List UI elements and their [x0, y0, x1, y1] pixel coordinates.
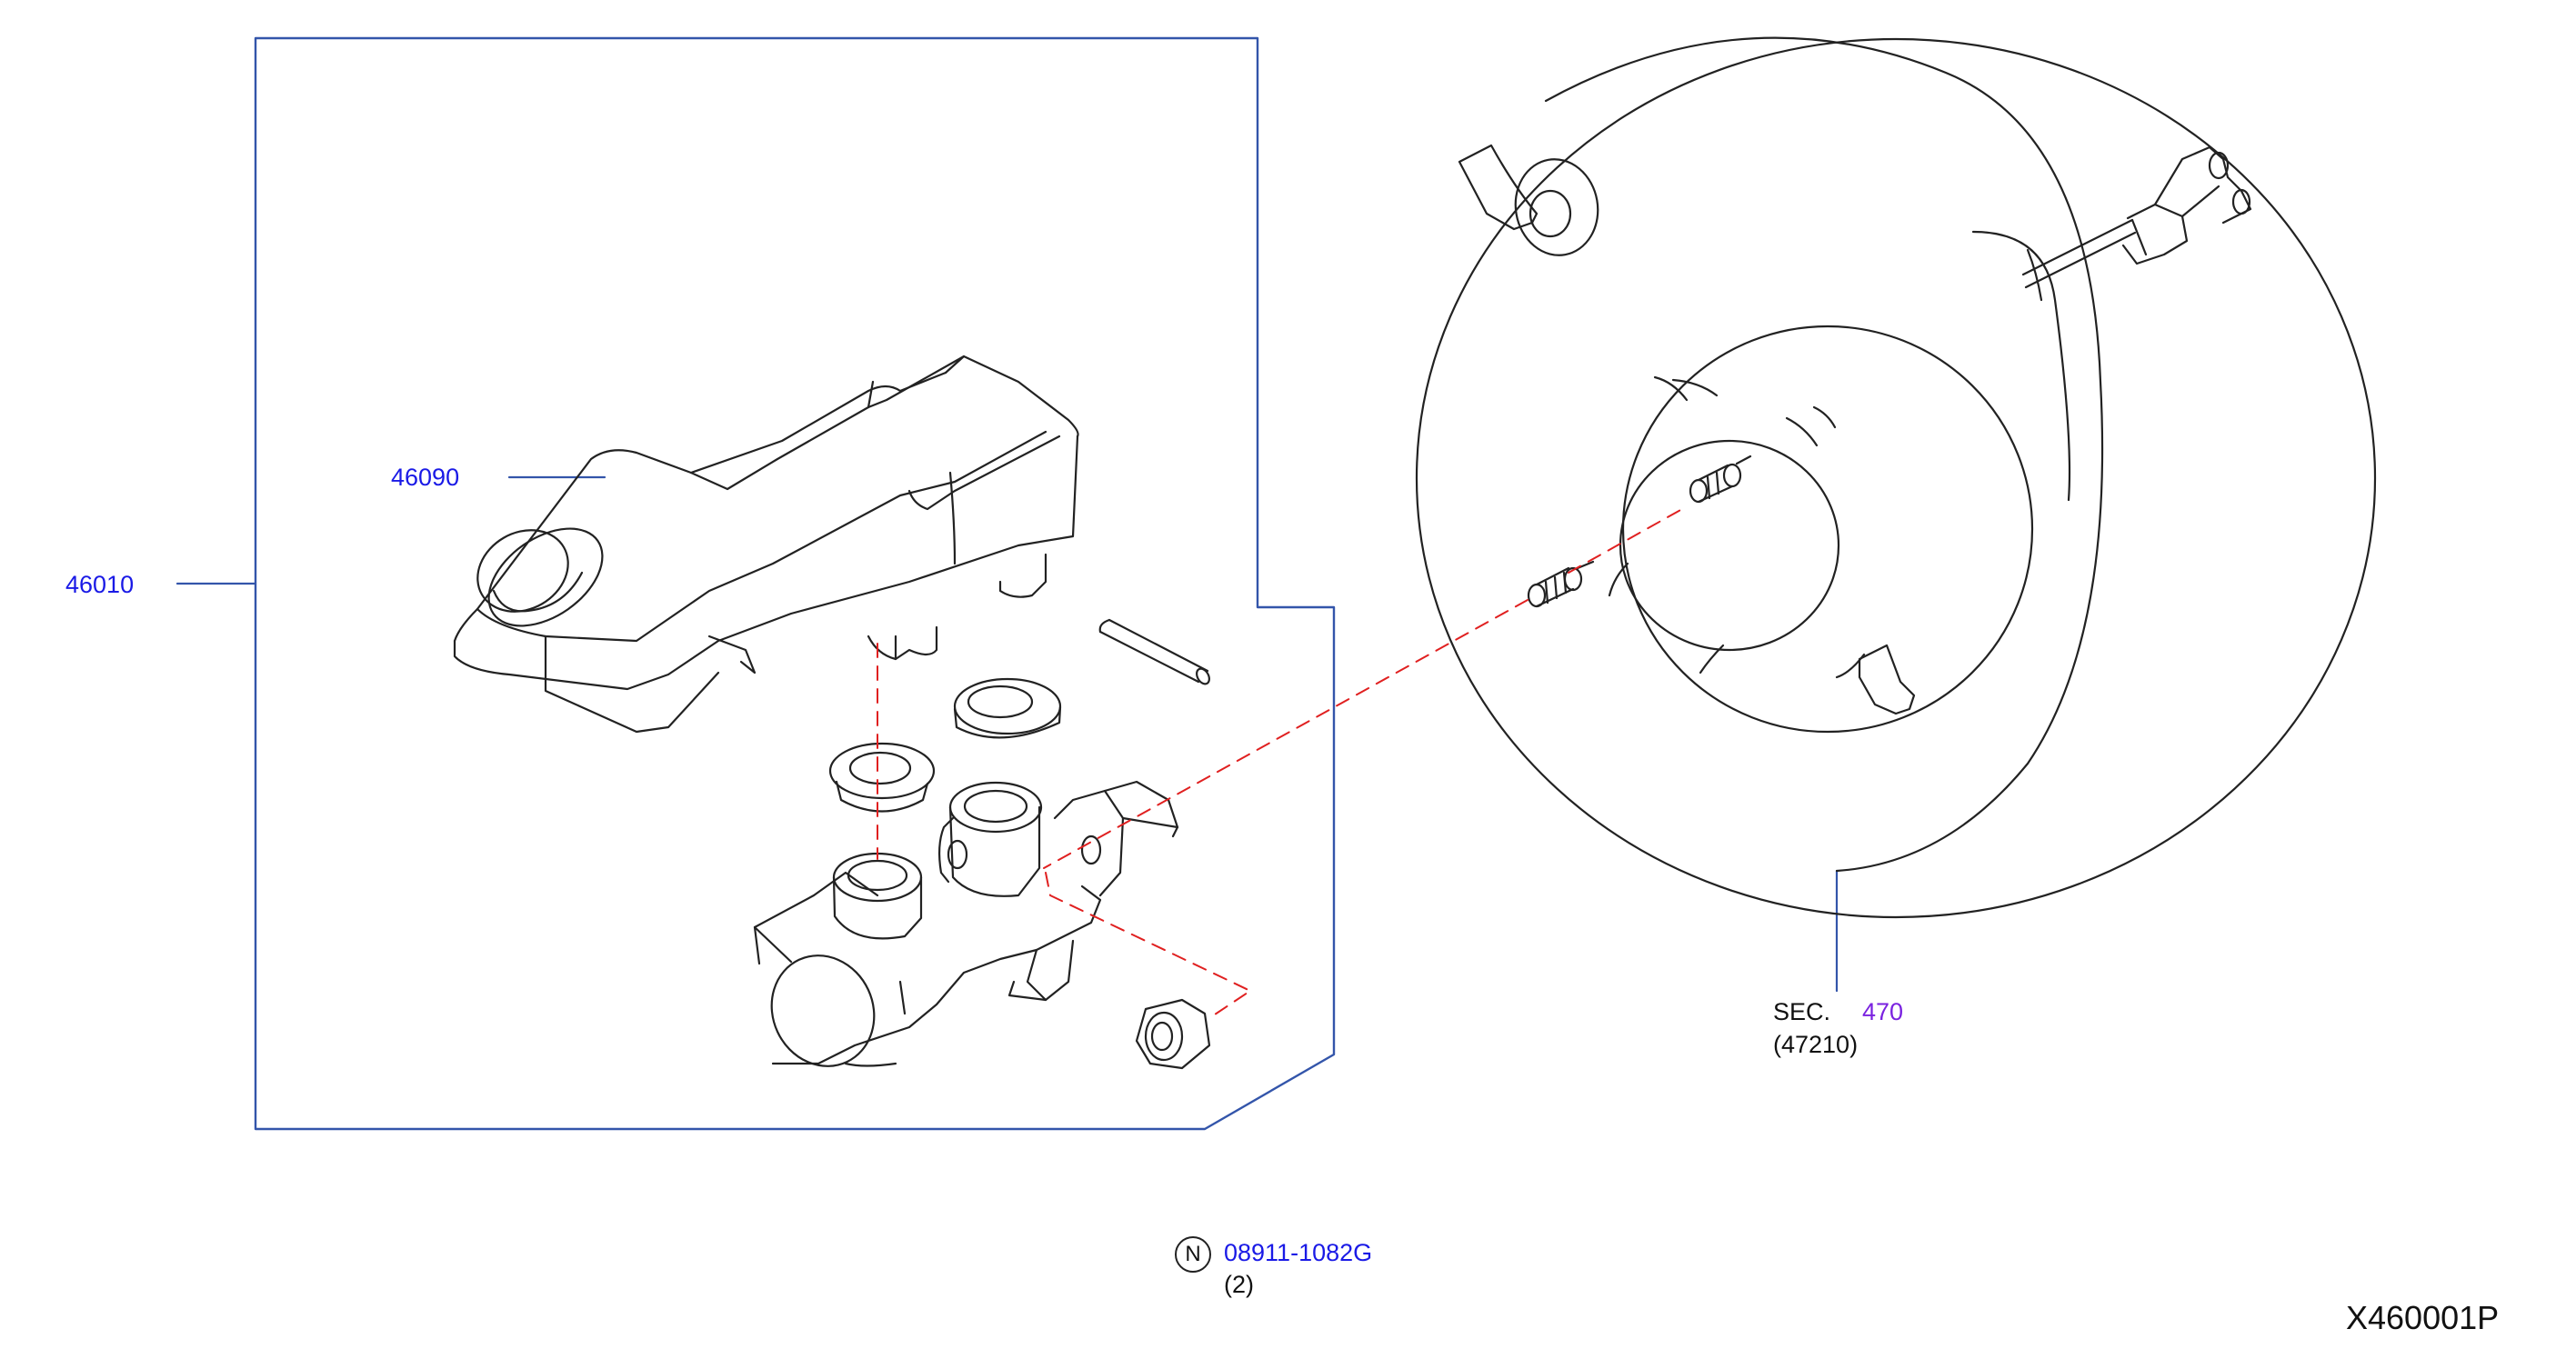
- master-cylinder-body: [753, 780, 1179, 1067]
- retaining-pin: [1098, 618, 1210, 685]
- grommet-small: [828, 742, 936, 813]
- booster-stud-right: [1689, 455, 1752, 504]
- assembly-guides: [877, 508, 1683, 1019]
- callout-sec-prefix: SEC.: [1773, 998, 1831, 1025]
- n-symbol-circle: N: [1175, 1236, 1211, 1273]
- reservoir-cap: [476, 527, 604, 627]
- assembly-boundary: [254, 36, 1336, 1131]
- callout-sec-470: 470: [1862, 998, 1904, 1025]
- callout-08911-1082G: 08911-1082G: [1224, 1239, 1373, 1266]
- mounting-nut: [1135, 998, 1211, 1070]
- brake-booster: [1415, 36, 2377, 919]
- reservoir-tank: [453, 355, 1079, 734]
- callout-46090: 46090: [391, 464, 460, 491]
- callout-46010: 46010: [65, 571, 135, 598]
- figure-id: X460001P: [2346, 1299, 2500, 1336]
- callout-nut-qty: (2): [1224, 1271, 1254, 1298]
- booster-stud-left: [1527, 560, 1595, 608]
- grommet-large: [953, 677, 1062, 739]
- callout-47210: (47210): [1773, 1031, 1859, 1058]
